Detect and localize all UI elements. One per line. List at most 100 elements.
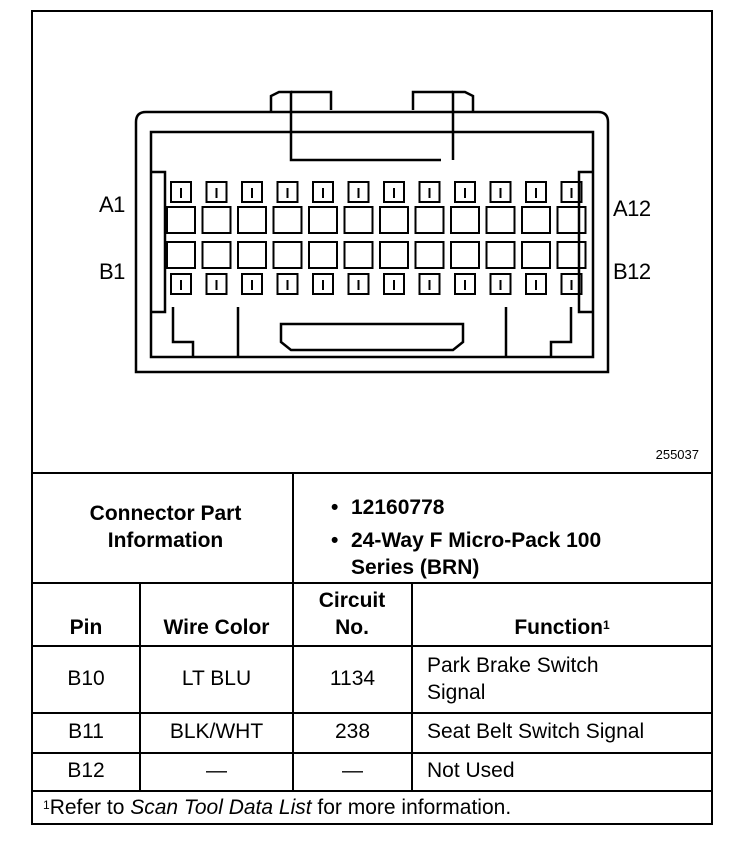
cavity-a10-latch [489, 181, 512, 203]
cavity-b10-latch [489, 273, 512, 295]
cavity-a6-latch [347, 181, 370, 203]
cavity-b12-latch [560, 273, 583, 295]
row-b10-wire-color: LT BLU [181, 667, 252, 690]
cavity-b11-latch [525, 273, 547, 295]
row-b10-circuit: 1134 [329, 667, 376, 690]
connector-housing-outline [134, 110, 610, 374]
connector-info-heading: Connector Part Information [89, 502, 242, 552]
footnote: 1Refer to Scan Tool Data List for more i… [43, 794, 703, 821]
cavity-b10 [485, 241, 516, 269]
table-rule [33, 752, 711, 754]
bottom-foot-right [549, 307, 573, 357]
cavity-b3 [237, 241, 267, 269]
cavity-a2-latch [205, 181, 228, 203]
pin-label-a1: A1 [99, 192, 125, 217]
cavity-a11 [521, 206, 551, 234]
cavity-a10 [485, 206, 516, 234]
bottom-foot-left [171, 307, 195, 357]
cavity-b8 [414, 241, 445, 269]
row-b12-circuit: — [342, 759, 363, 782]
bottom-keyway [279, 322, 465, 352]
header-circuit-no: Circuit No. [318, 589, 386, 639]
connector-diagram: A1 A12 B1 B12 255037 [33, 12, 711, 472]
connector-info-bullets: 12160778 24-Way F Micro-Pack 100 Series … [329, 494, 699, 587]
row-b10-function: Park Brake Switch Signal [427, 654, 599, 704]
cavity-a8-latch [418, 181, 441, 203]
cavity-a11-latch [525, 181, 547, 203]
cavity-b2 [201, 241, 232, 269]
connector-end-view-frame: A1 A12 B1 B12 255037 Connector Part Info… [31, 10, 713, 825]
cavity-b9 [450, 241, 480, 269]
cavity-a12 [556, 206, 587, 234]
cavity-a8 [414, 206, 445, 234]
footnote-text-italic: Scan Tool Data List [130, 796, 312, 819]
cavity-a3 [237, 206, 267, 234]
table-rule [292, 582, 294, 790]
row-b11-function: Seat Belt Switch Signal [427, 720, 645, 743]
header-pin: Pin [69, 616, 103, 639]
connector-part-number: 12160778 [329, 494, 699, 521]
connector-housing-inner [149, 130, 595, 359]
table-rule [292, 472, 294, 582]
cavity-a5-latch [312, 181, 334, 203]
cavity-a2 [201, 206, 232, 234]
cavity-a3-latch [241, 181, 263, 203]
row-b11-pin: B11 [68, 720, 104, 743]
cavity-b3-latch [241, 273, 263, 295]
cavity-a7-latch [383, 181, 405, 203]
cavity-a5 [308, 206, 338, 234]
cavity-a7 [379, 206, 409, 234]
pin-label-b12: B12 [613, 259, 651, 284]
row-b12-wire-color: — [206, 759, 227, 782]
footnote-text-end: for more information. [311, 796, 512, 819]
cavity-b2-latch [205, 273, 228, 295]
table-rule [33, 645, 711, 647]
cavity-b4 [272, 241, 303, 269]
table-rule [411, 582, 413, 790]
table-rule [33, 790, 711, 792]
cavity-a4-latch [276, 181, 299, 203]
latch-left [269, 90, 441, 162]
row-b12-pin: B12 [67, 759, 105, 782]
row-b12-function: Not Used [427, 759, 515, 782]
cavity-b4-latch [276, 273, 299, 295]
cavity-b8-latch [418, 273, 441, 295]
cavity-b1-latch [170, 273, 192, 295]
cavity-b12 [556, 241, 587, 269]
header-wire-color: Wire Color [163, 616, 270, 639]
footnote-text-start: Refer to [49, 796, 131, 819]
connector-info-table: Connector Part Information 12160778 24-W… [33, 472, 711, 823]
header-function-label: Function [514, 616, 603, 639]
table-rule [139, 582, 141, 790]
connector-description: 24-Way F Micro-Pack 100 Series (BRN) [329, 527, 651, 581]
table-rule [33, 582, 711, 584]
cavity-a1-latch [170, 181, 192, 203]
row-b10-pin: B10 [67, 667, 105, 690]
table-rule [33, 712, 711, 714]
cavity-a4 [272, 206, 303, 234]
header-function: Function1 [413, 614, 711, 641]
row-b11-circuit: 238 [334, 720, 371, 743]
cavity-a9-latch [454, 181, 476, 203]
cavity-b5 [308, 241, 338, 269]
table-rule [33, 472, 711, 474]
cavity-a6 [343, 206, 374, 234]
cavity-a9 [450, 206, 480, 234]
footnote-number: 1 [43, 798, 50, 812]
cavity-b1 [166, 241, 196, 269]
cavity-b6 [343, 241, 374, 269]
cavity-b7-latch [383, 273, 405, 295]
pin-label-a12: A12 [613, 196, 651, 221]
cavity-b9-latch [454, 273, 476, 295]
cavity-b6-latch [347, 273, 370, 295]
cavity-a12-latch [560, 181, 583, 203]
latch-right [451, 90, 475, 160]
footnote-mark: 1 [602, 618, 610, 632]
row-b11-wire-color: BLK/WHT [169, 720, 264, 743]
cavity-b11 [521, 241, 551, 269]
cavity-a1 [166, 206, 196, 234]
connector-face-drawing [134, 90, 610, 374]
figure-number: 255037 [655, 447, 699, 462]
cavity-b7 [379, 241, 409, 269]
cavity-b5-latch [312, 273, 334, 295]
